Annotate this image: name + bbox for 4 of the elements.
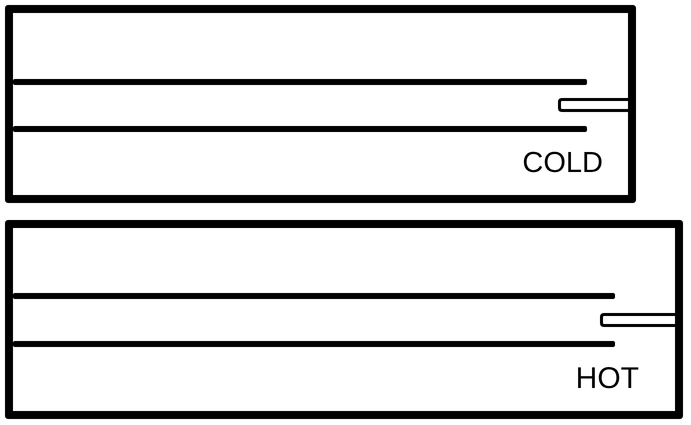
state-label: COLD <box>522 149 603 178</box>
specimen-frame <box>5 5 636 203</box>
specimen-frame <box>5 220 683 419</box>
state-label: HOT <box>576 364 639 394</box>
